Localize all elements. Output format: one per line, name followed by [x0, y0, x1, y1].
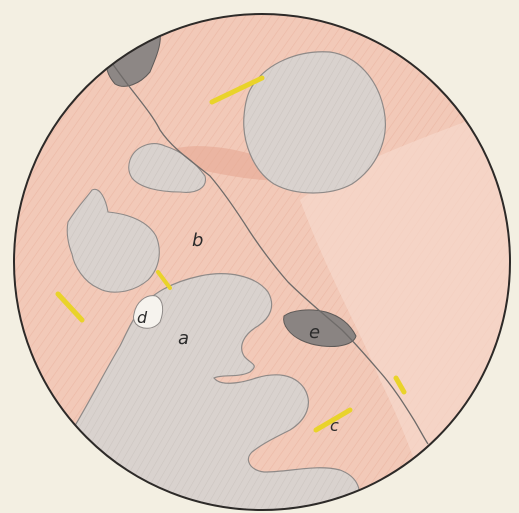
- label-a: a: [178, 328, 189, 349]
- label-d: d: [137, 308, 148, 327]
- label-b: b: [192, 230, 203, 251]
- label-e: e: [309, 322, 320, 343]
- grey-grain-large: [244, 52, 386, 193]
- label-c: c: [330, 416, 339, 435]
